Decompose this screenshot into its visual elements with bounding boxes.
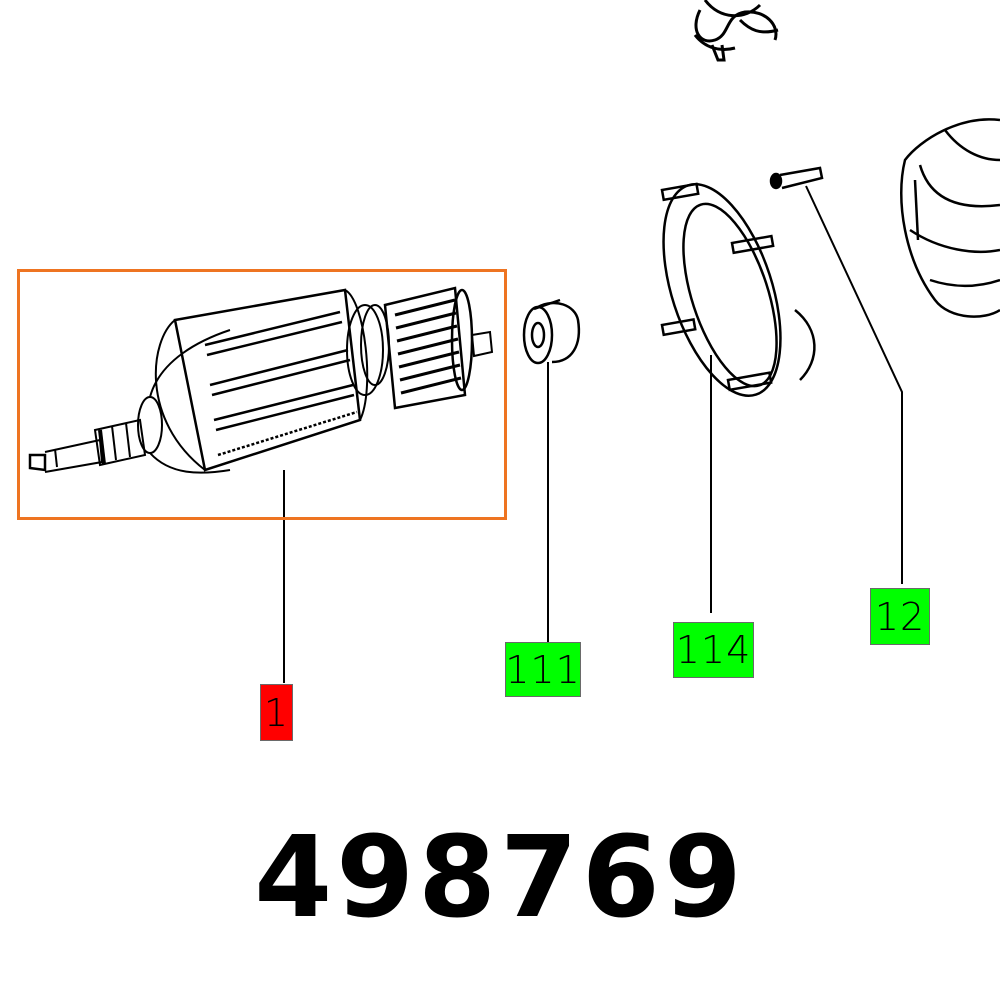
leader-line-12 (805, 185, 903, 584)
selected-part-highlight (17, 269, 507, 520)
callout-1-text: 1 (263, 690, 290, 735)
ring-drawing (660, 182, 816, 398)
callout-114-text: 114 (675, 628, 752, 672)
callout-1[interactable]: 1 (260, 684, 293, 741)
part-number-title: 498769 (254, 813, 746, 943)
callout-12[interactable]: 12 (870, 588, 930, 645)
top-partial-part (693, 0, 779, 62)
screw-drawing (769, 166, 824, 190)
bearing-drawing (522, 298, 581, 365)
callout-111[interactable]: 111 (505, 642, 581, 697)
callout-12-text: 12 (874, 594, 926, 639)
housing-partial-drawing (900, 118, 1000, 318)
callout-111-text: 111 (505, 647, 581, 692)
armature-drawing (28, 286, 494, 474)
callout-114[interactable]: 114 (673, 622, 754, 678)
